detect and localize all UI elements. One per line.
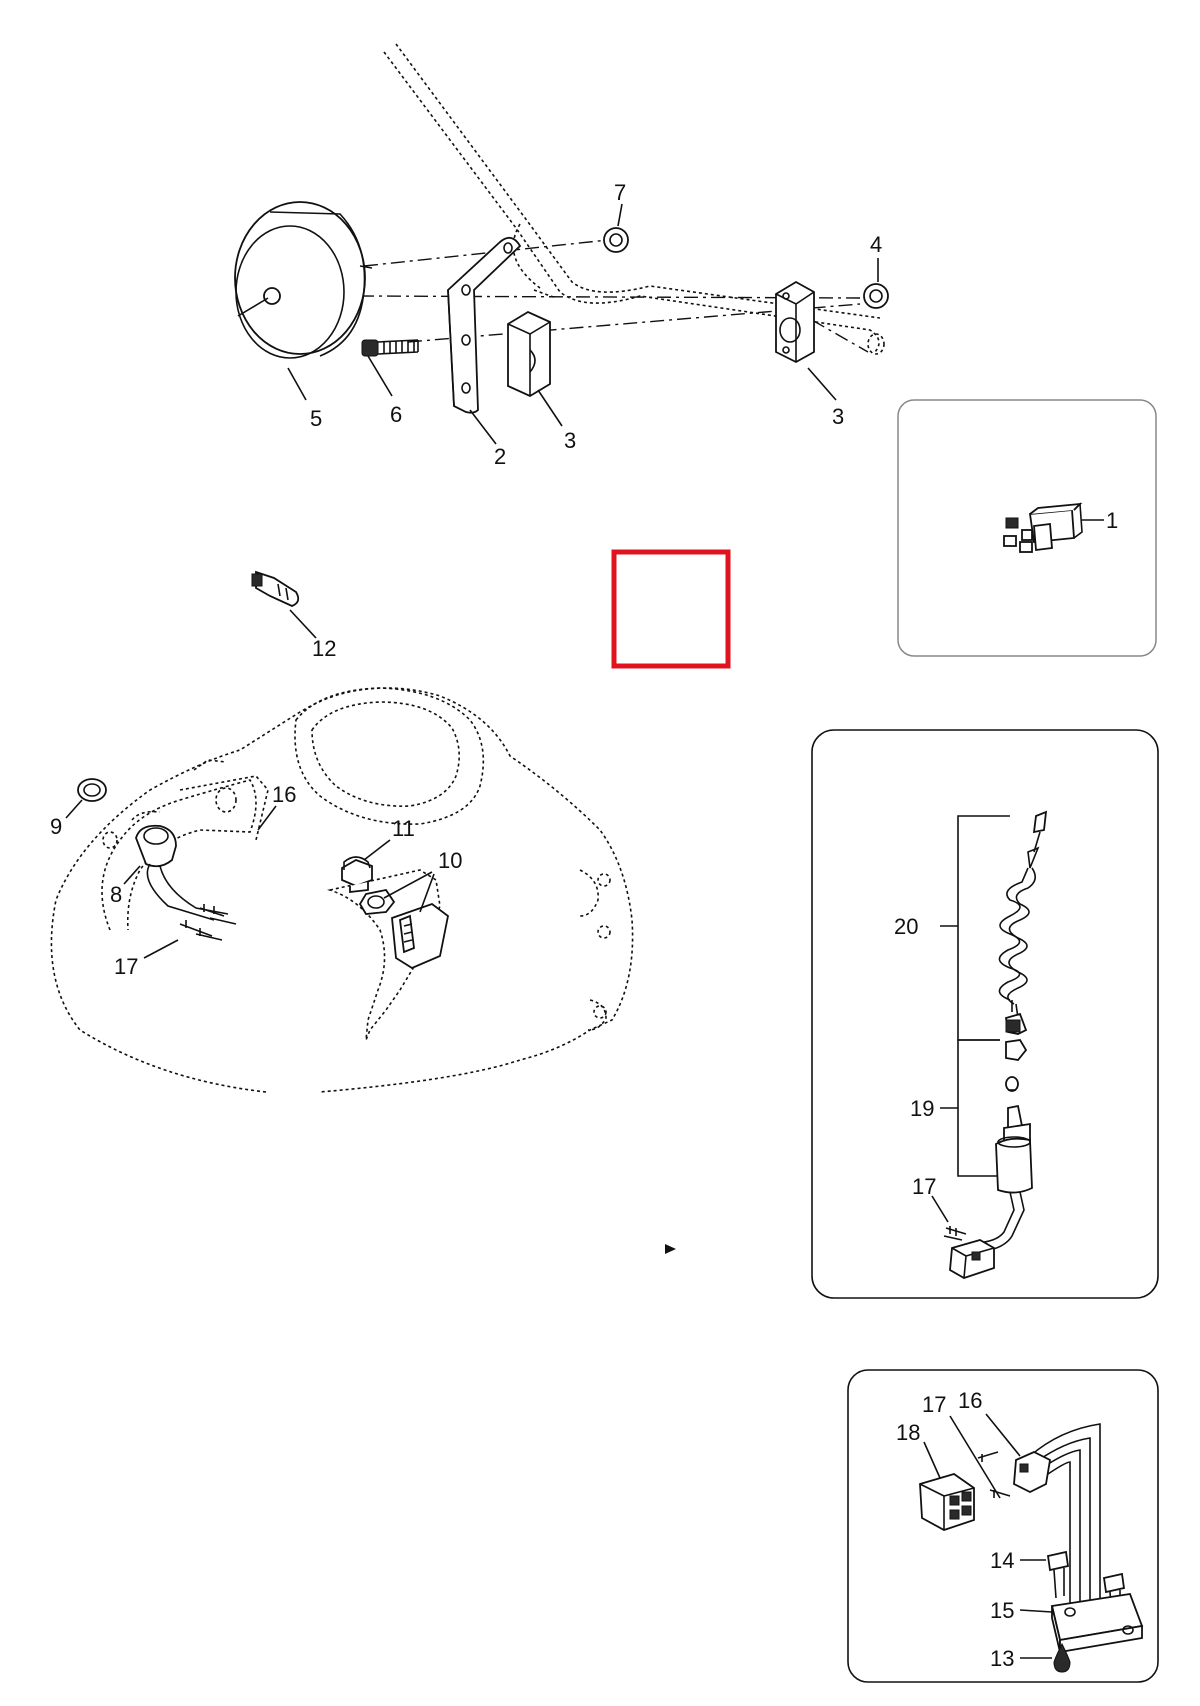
leader-16-right bbox=[985, 1413, 1021, 1457]
arrow-marker bbox=[665, 1244, 676, 1254]
screw-part-14[interactable] bbox=[1046, 1550, 1070, 1599]
callout-5: 5 bbox=[310, 406, 322, 431]
gauge-part-5[interactable] bbox=[234, 201, 373, 359]
dash-panel-outline bbox=[50, 687, 634, 1093]
callout-17-regulator: 17 bbox=[922, 1392, 946, 1417]
leader-9 bbox=[65, 799, 83, 819]
axis-line-upper bbox=[363, 239, 609, 267]
lanyard-part-20[interactable] bbox=[998, 810, 1048, 1035]
nut-part-7[interactable] bbox=[603, 227, 629, 253]
callout-18: 18 bbox=[896, 1420, 920, 1445]
leader-3b bbox=[807, 367, 837, 401]
highlight-box bbox=[611, 549, 731, 669]
axis-line-lower bbox=[407, 303, 861, 343]
callout-3-left: 3 bbox=[564, 428, 576, 453]
callout-19: 19 bbox=[910, 1096, 934, 1121]
regulator-part-15[interactable] bbox=[1050, 1592, 1144, 1654]
callout-3-right: 3 bbox=[832, 404, 844, 429]
leader-7 bbox=[617, 203, 623, 227]
button-part-11[interactable] bbox=[341, 856, 373, 894]
callout-16-right: 16 bbox=[958, 1388, 982, 1413]
leader-10 bbox=[383, 871, 435, 913]
leader-5 bbox=[287, 367, 307, 401]
callout-11: 11 bbox=[392, 816, 415, 841]
key-switch-part-8[interactable] bbox=[131, 810, 229, 921]
leader-8 bbox=[123, 865, 141, 885]
callout-7: 7 bbox=[614, 180, 626, 205]
callout-14: 14 bbox=[990, 1548, 1014, 1573]
leader-17-left bbox=[143, 939, 179, 959]
terminal-pins-part-17-left[interactable] bbox=[179, 904, 237, 941]
callout-10: 10 bbox=[438, 848, 462, 873]
inset-box-part-1 bbox=[897, 399, 1157, 657]
terminal-pins-part-17-regulator[interactable] bbox=[977, 1451, 1011, 1498]
callout-9: 9 bbox=[50, 814, 62, 839]
clamp-part-3-left[interactable] bbox=[507, 310, 551, 398]
leader-11 bbox=[363, 839, 391, 861]
callout-15: 15 bbox=[990, 1598, 1014, 1623]
callout-6: 6 bbox=[390, 402, 402, 427]
axis-line-tube bbox=[811, 319, 869, 353]
connector-part-lanyard[interactable] bbox=[949, 1239, 995, 1279]
safety-switch-part-19[interactable] bbox=[983, 1039, 1033, 1251]
callout-1: 1 bbox=[1106, 508, 1118, 533]
leader-17-regulator bbox=[949, 1415, 1001, 1499]
callout-13: 13 bbox=[990, 1646, 1014, 1671]
connector-part-18[interactable] bbox=[919, 1473, 975, 1531]
wire-harness-part-16[interactable] bbox=[1013, 1423, 1101, 1620]
leader-18 bbox=[923, 1441, 941, 1479]
grommet-part-9[interactable] bbox=[77, 778, 107, 802]
button-part-10[interactable] bbox=[358, 888, 449, 970]
callout-2: 2 bbox=[494, 444, 506, 469]
callout-12: 12 bbox=[312, 636, 336, 661]
bulb-part-12[interactable] bbox=[251, 570, 300, 607]
leader-6 bbox=[367, 355, 393, 397]
leader-2 bbox=[469, 409, 497, 445]
nut-part-4[interactable] bbox=[863, 283, 889, 309]
leader-16-left bbox=[257, 805, 277, 831]
switch-part-1[interactable] bbox=[1003, 502, 1083, 553]
leader-12 bbox=[289, 609, 317, 639]
bolt-part-6[interactable] bbox=[361, 339, 419, 357]
callout-20: 20 bbox=[894, 914, 918, 939]
callout-17-lanyard: 17 bbox=[912, 1174, 936, 1199]
inset-box-lanyard bbox=[811, 729, 1159, 1299]
callout-16-left: 16 bbox=[272, 782, 296, 807]
bracket-part-2[interactable] bbox=[447, 236, 522, 414]
clamp-part-3-right[interactable] bbox=[775, 280, 815, 364]
leader-17-lanyard bbox=[931, 1195, 949, 1223]
callout-17-left: 17 bbox=[114, 954, 138, 979]
grease-drop-part-13[interactable] bbox=[1053, 1642, 1071, 1673]
leader-15 bbox=[1019, 1609, 1053, 1613]
callout-4: 4 bbox=[870, 232, 882, 257]
callout-8: 8 bbox=[110, 882, 122, 907]
leader-3a bbox=[537, 389, 563, 427]
terminal-pins-part-17-lanyard[interactable] bbox=[943, 1226, 967, 1241]
